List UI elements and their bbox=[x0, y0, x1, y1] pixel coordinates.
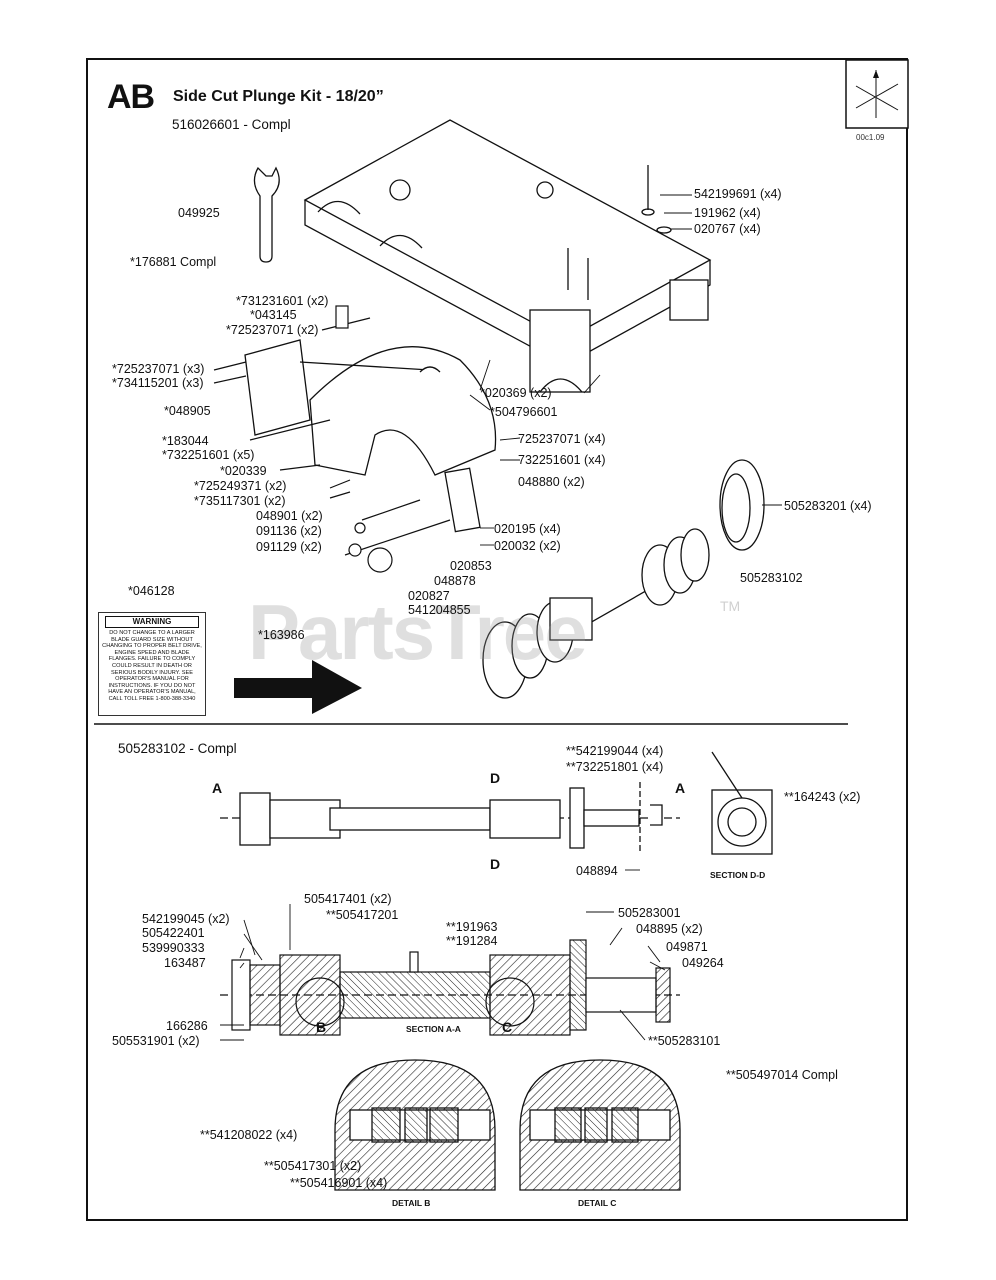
part-label[interactable]: 020195 (x4) bbox=[494, 522, 561, 536]
wrench bbox=[253, 166, 280, 263]
part-label[interactable]: *046128 bbox=[128, 584, 175, 598]
part-label[interactable]: 505531901 (x2) bbox=[112, 1034, 200, 1048]
blade-guard bbox=[244, 339, 497, 533]
part-label[interactable]: *734115201 (x3) bbox=[112, 376, 204, 390]
part-label[interactable]: 048878 bbox=[434, 574, 476, 588]
callout-letter: A bbox=[675, 780, 686, 796]
part-label[interactable]: 048880 (x2) bbox=[518, 475, 585, 489]
part-label[interactable]: 166286 bbox=[166, 1019, 208, 1033]
kit-compl-number: 516026601 - Compl bbox=[172, 117, 291, 132]
section-letter: AB bbox=[107, 78, 155, 116]
mower-deck bbox=[303, 119, 712, 393]
drive-shaft-assembly bbox=[482, 459, 765, 699]
warning-text: DO NOT CHANGE TO A LARGER BLADE GUARD SI… bbox=[102, 630, 202, 702]
part-label[interactable]: 020853 bbox=[450, 559, 492, 573]
callout-letter: D bbox=[490, 856, 501, 872]
callout-letter: B bbox=[316, 1019, 327, 1035]
part-label[interactable]: 505417401 (x2) bbox=[304, 892, 392, 906]
part-label[interactable]: 048894 bbox=[576, 864, 618, 878]
direction-arrow bbox=[234, 660, 362, 714]
part-label[interactable]: **164243 (x2) bbox=[784, 790, 861, 804]
section-d-d-view bbox=[711, 751, 773, 855]
part-label[interactable]: *020369 (x2) bbox=[480, 386, 552, 400]
warning-decal: WARNING DO NOT CHANGE TO A LARGER BLADE … bbox=[98, 612, 206, 716]
part-label[interactable]: 048901 (x2) bbox=[256, 509, 323, 523]
part-label[interactable]: **541208022 (x4) bbox=[200, 1128, 298, 1142]
watermark-tm: TM bbox=[720, 598, 741, 614]
section-a-a-view bbox=[220, 939, 680, 1036]
watermark: PartsTree bbox=[248, 588, 588, 676]
part-label[interactable]: *725249371 (x2) bbox=[194, 479, 287, 493]
section-label: SECTION D-D bbox=[710, 870, 766, 880]
leader-lines bbox=[220, 194, 782, 1041]
part-label[interactable]: 020032 (x2) bbox=[494, 539, 561, 553]
part-label[interactable]: **505417301 (x2) bbox=[264, 1159, 362, 1173]
sub-assembly-compl: 505283102 - Compl bbox=[118, 741, 237, 756]
part-label[interactable]: 542199045 (x2) bbox=[142, 912, 230, 926]
part-label[interactable]: *176881 Compl bbox=[130, 255, 217, 269]
callout-letter: D bbox=[490, 770, 501, 786]
kit-title: Side Cut Plunge Kit - 18/20” bbox=[173, 88, 384, 105]
orientation-icon bbox=[845, 59, 909, 129]
section-label: DETAIL B bbox=[392, 1198, 431, 1208]
diagram-frame bbox=[86, 58, 908, 1221]
part-label[interactable]: **505497014 Compl bbox=[726, 1068, 838, 1082]
part-label[interactable]: *048905 bbox=[164, 404, 211, 418]
detail-b bbox=[334, 1059, 496, 1191]
part-label[interactable]: **732251801 (x4) bbox=[566, 760, 664, 774]
part-label[interactable]: 505422401 bbox=[142, 926, 205, 940]
part-label[interactable]: 048895 (x2) bbox=[636, 922, 703, 936]
part-label[interactable]: **505417201 bbox=[326, 908, 399, 922]
part-label[interactable]: **505416901 (x4) bbox=[290, 1176, 388, 1190]
section-label: SECTION A-A bbox=[406, 1024, 461, 1034]
part-label[interactable]: *732251601 (x5) bbox=[162, 448, 255, 462]
hardware-bolts bbox=[213, 305, 451, 573]
part-label[interactable]: 542199691 (x4) bbox=[694, 187, 782, 201]
callout-letter: A bbox=[212, 780, 223, 796]
part-label[interactable]: 091129 (x2) bbox=[256, 540, 322, 554]
part-label[interactable]: 091136 (x2) bbox=[256, 524, 322, 538]
part-label[interactable]: 505283001 bbox=[618, 906, 681, 920]
part-label[interactable]: *735117301 (x2) bbox=[194, 494, 286, 508]
part-label[interactable]: **505283101 bbox=[648, 1034, 721, 1048]
part-label[interactable]: *504796601 bbox=[490, 405, 558, 419]
part-label[interactable]: *725237071 (x3) bbox=[112, 362, 205, 376]
part-label[interactable]: *020339 bbox=[220, 464, 267, 478]
part-label[interactable]: 505283201 (x4) bbox=[784, 499, 872, 513]
part-label[interactable]: 049871 bbox=[666, 940, 708, 954]
warning-heading: WARNING bbox=[105, 616, 199, 628]
part-label[interactable]: 049925 bbox=[178, 206, 220, 220]
reference-code: 00c1.09 bbox=[856, 133, 885, 142]
part-label[interactable]: *043145 bbox=[250, 308, 297, 322]
section-label: DETAIL C bbox=[578, 1198, 617, 1208]
part-label[interactable]: **191963 bbox=[446, 920, 498, 934]
part-label[interactable]: *725237071 (x2) bbox=[226, 323, 319, 337]
part-label[interactable]: 732251601 (x4) bbox=[518, 453, 606, 467]
shaft-side-view bbox=[220, 782, 680, 852]
part-label[interactable]: 725237071 (x4) bbox=[518, 432, 606, 446]
part-label[interactable]: *163986 bbox=[258, 628, 305, 642]
part-label[interactable]: *731231601 (x2) bbox=[236, 294, 329, 308]
part-label[interactable]: 539990333 bbox=[142, 941, 205, 955]
part-label[interactable]: 541204855 bbox=[408, 603, 471, 617]
callout-letter: C bbox=[502, 1019, 513, 1035]
part-label[interactable]: 163487 bbox=[164, 956, 206, 970]
part-label[interactable]: **191284 bbox=[446, 934, 498, 948]
part-label[interactable]: 020767 (x4) bbox=[694, 222, 761, 236]
part-label[interactable]: 049264 bbox=[682, 956, 724, 970]
part-label[interactable]: *183044 bbox=[162, 434, 209, 448]
part-label[interactable]: 191962 (x4) bbox=[694, 206, 761, 220]
detail-c bbox=[519, 1059, 681, 1191]
part-label[interactable]: **542199044 (x4) bbox=[566, 744, 664, 758]
part-label[interactable]: 505283102 bbox=[740, 571, 803, 585]
part-label[interactable]: 020827 bbox=[408, 589, 450, 603]
